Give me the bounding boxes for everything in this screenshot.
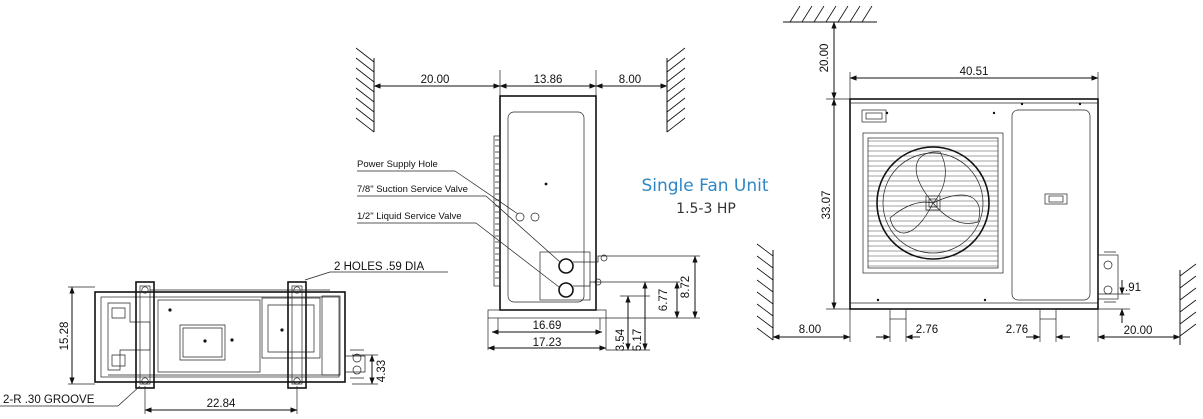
ceiling-hatch xyxy=(783,5,877,23)
dim-front-foot-left: 2.76 xyxy=(916,324,938,336)
foot-left xyxy=(889,308,907,320)
title-block: Single Fan Unit 1.5-3 HP xyxy=(641,176,768,217)
title-line1: Single Fan Unit xyxy=(641,176,768,196)
callout-liquid-valve: 1/2" Liquid Service Valve xyxy=(357,211,462,222)
dim-front-right-clearance: 20.00 xyxy=(1124,325,1153,337)
side-cabinet xyxy=(499,95,597,311)
dim-bottom-width: 22.84 xyxy=(207,398,236,410)
fan-hub xyxy=(925,195,941,211)
side-base xyxy=(487,309,607,319)
dim-front-foot-right: 2.76 xyxy=(1006,324,1028,336)
dim-front-valve-offset: .91 xyxy=(1125,282,1141,294)
wall-hatch-front-right xyxy=(1179,263,1197,345)
fan-blade-circle xyxy=(876,146,990,260)
fan-grille xyxy=(862,132,1004,274)
dim-side-foot-a: 3.54 xyxy=(615,328,627,351)
suction-valve xyxy=(558,258,574,274)
side-view: 20.00 13.86 8.00 Power Supply Hole 7/8" … xyxy=(355,47,700,351)
dim-side-valve-a: 6.77 xyxy=(658,289,670,311)
side-panel xyxy=(507,111,585,303)
base-frame-inner xyxy=(100,296,340,378)
dim-bottom-stub: 4.33 xyxy=(376,360,388,382)
power-supply-hole xyxy=(515,212,525,222)
wall-hatch-front-left xyxy=(756,243,774,341)
dim-front-left-clearance: 8.00 xyxy=(799,324,821,336)
callout-groove: 2-R .30 GROOVE xyxy=(3,394,95,406)
dim-bottom-depth: 15.28 xyxy=(59,322,71,351)
dim-side-base-outer: 17.23 xyxy=(533,337,562,349)
front-badge xyxy=(861,109,887,123)
wall-hatch-left xyxy=(355,47,375,133)
dim-side-foot-b: 5.17 xyxy=(632,329,644,351)
dim-side-base-inner: 16.69 xyxy=(533,320,562,332)
dim-front-top-clearance: 20.00 xyxy=(819,44,831,73)
front-cabinet xyxy=(849,98,1099,310)
foot-right xyxy=(1039,308,1057,320)
dim-side-left-clearance: 20.00 xyxy=(421,74,450,86)
panel-handle xyxy=(1044,193,1068,205)
front-view: 20.00 40.51 33.07 8.00 2.76 2.76 .91 xyxy=(756,5,1197,345)
dim-side-valve-b: 8.72 xyxy=(680,276,692,298)
callout-suction-valve: 7/8" Suction Service Valve xyxy=(357,184,468,195)
wall-hatch-right xyxy=(666,47,686,133)
service-panel xyxy=(1011,109,1091,301)
dim-front-width: 40.51 xyxy=(960,66,989,78)
liquid-valve xyxy=(558,282,574,298)
dim-front-height: 33.07 xyxy=(821,191,833,220)
base-frame-outline xyxy=(94,291,346,383)
callout-holes: 2 HOLES .59 DIA xyxy=(334,261,424,273)
bottom-view: 15.28 22.84 4.33 2 HOLES .59 DIA 2-R .30… xyxy=(0,261,448,414)
mounting-rail-left xyxy=(135,281,155,389)
dim-side-top-depth: 13.86 xyxy=(534,74,563,86)
title-line2: 1.5-3 HP xyxy=(676,201,736,217)
callout-power-supply-hole: Power Supply Hole xyxy=(357,159,438,170)
dim-side-right-clearance: 8.00 xyxy=(619,74,641,86)
